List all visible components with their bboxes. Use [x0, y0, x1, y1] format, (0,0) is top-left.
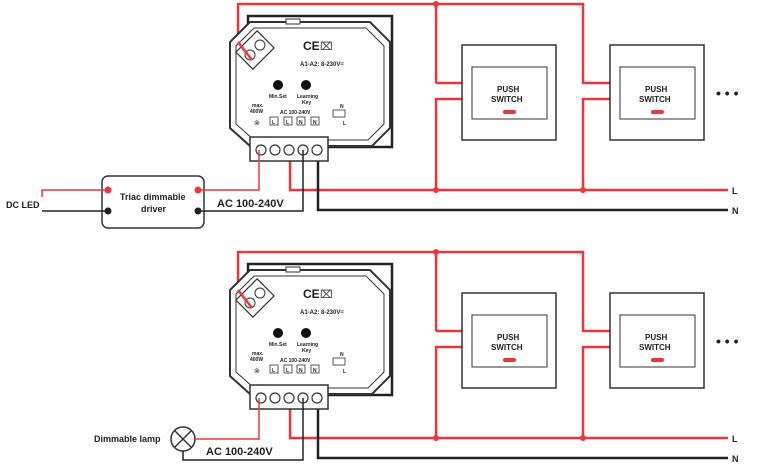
supply-label: AC 100-240V: [206, 446, 273, 458]
l-label: L: [343, 369, 346, 375]
neutral-label: N: [732, 206, 739, 216]
live-line: [288, 150, 728, 192]
max-label: max.: [252, 103, 264, 109]
max-watt-label: 400W: [250, 109, 263, 115]
dimmer-module: CE ⌧ A1-A2: 8-230V= Min.Set Learning Key…: [229, 18, 391, 162]
min-set-label: Min.Set: [269, 342, 287, 348]
module-ac-label: AC 100-240V: [280, 358, 311, 364]
min-set-label: Min.Set: [269, 94, 287, 100]
learning-key-button: [301, 328, 311, 338]
module-rating: A1-A2: 8-230V=: [300, 62, 344, 68]
min-set-button: [273, 328, 283, 338]
push-switch: PUSH SWITCH: [609, 292, 705, 389]
dimmer-module: CE ⌧ A1-A2: 8-230V= Min.Set Learning Key…: [229, 266, 391, 410]
live-wire-switch2-out: [581, 345, 610, 438]
learning-key-label: Learning: [297, 342, 318, 348]
ce-mark: CE: [303, 287, 320, 301]
weee-icon: ⌧: [320, 41, 333, 53]
live-line: [288, 398, 728, 440]
driver-label-1: Triac dimmable: [120, 192, 186, 202]
min-set-button: [273, 80, 283, 90]
svg-text:SWITCH: SWITCH: [639, 343, 671, 352]
driver-neutral-wire: [198, 150, 304, 212]
svg-text:N: N: [299, 368, 303, 374]
live-label: L: [732, 186, 738, 196]
max-label: max.: [252, 351, 264, 357]
junction-dot: [433, 1, 439, 7]
learning-key-label: Learning: [297, 94, 318, 100]
svg-text:L: L: [272, 368, 275, 374]
max-watt-label: 400W: [250, 357, 263, 363]
learning-key-button: [301, 80, 311, 90]
dimmable-lamp-icon: [170, 426, 196, 452]
lamp-neutral-wire: [182, 398, 304, 461]
live-wire-switch1-out: [434, 345, 462, 438]
svg-text:SWITCH: SWITCH: [491, 343, 523, 352]
live-wire-top-bus: [236, 2, 610, 85]
svg-text:N: N: [313, 368, 317, 374]
svg-text:SWITCH: SWITCH: [639, 95, 671, 104]
live-wire-switch2-out: [581, 97, 610, 190]
lamp-symbol-icon: ⊗: [254, 120, 260, 127]
svg-text:PUSH: PUSH: [645, 85, 667, 94]
driver-live-wire: [198, 150, 260, 191]
supply-label: AC 100-240V: [217, 198, 284, 210]
driver-label-2: driver: [141, 204, 167, 214]
weee-icon: ⌧: [320, 289, 333, 301]
n-label: N: [340, 104, 344, 110]
live-wire-switch1-out: [434, 97, 462, 190]
diagram-top: CE ⌧ A1-A2: 8-230V= Min.Set Learning Key…: [6, 1, 739, 229]
dc-led-positive-wire: [41, 189, 108, 197]
diagram-bottom: CE ⌧ A1-A2: 8-230V= Min.Set Learning Key…: [94, 249, 739, 464]
svg-text:PUSH: PUSH: [497, 333, 519, 342]
l-label: L: [343, 121, 346, 127]
lamp-symbol-icon: ⊗: [254, 368, 260, 375]
module-rating: A1-A2: 8-230V=: [300, 310, 344, 316]
learning-key-label-2: Key: [302, 348, 311, 354]
more-switches-ellipsis: • • •: [716, 333, 739, 349]
svg-text:L: L: [272, 120, 275, 126]
neutral-label: N: [732, 454, 739, 464]
neutral-line: [316, 398, 728, 460]
junction-dot: [433, 249, 439, 255]
svg-text:SWITCH: SWITCH: [491, 95, 523, 104]
module-terminal-labels: L L N N: [269, 364, 320, 374]
push-switch: PUSH SWITCH: [609, 44, 705, 141]
learning-key-label-2: Key: [302, 100, 311, 106]
lamp-live-wire: [195, 398, 260, 440]
svg-text:N: N: [299, 120, 303, 126]
neutral-line: [316, 150, 728, 212]
dimmable-lamp-label: Dimmable lamp: [94, 434, 161, 444]
module-terminal-labels: L L N N: [269, 116, 320, 126]
svg-text:PUSH: PUSH: [645, 333, 667, 342]
live-label: L: [732, 434, 738, 444]
ce-mark: CE: [303, 39, 320, 53]
svg-text:L: L: [286, 120, 289, 126]
more-switches-ellipsis: • • •: [716, 85, 739, 101]
push-switch: PUSH SWITCH: [461, 292, 557, 389]
module-ac-label: AC 100-240V: [280, 110, 311, 116]
dc-led-label: DC LED: [6, 200, 40, 210]
push-switch: PUSH SWITCH: [461, 44, 557, 141]
svg-text:L: L: [286, 368, 289, 374]
svg-text:N: N: [313, 120, 317, 126]
triac-driver: Triac dimmable driver: [101, 175, 205, 229]
live-wire-top-bus: [236, 250, 610, 333]
svg-text:PUSH: PUSH: [497, 85, 519, 94]
n-label: N: [340, 352, 344, 358]
